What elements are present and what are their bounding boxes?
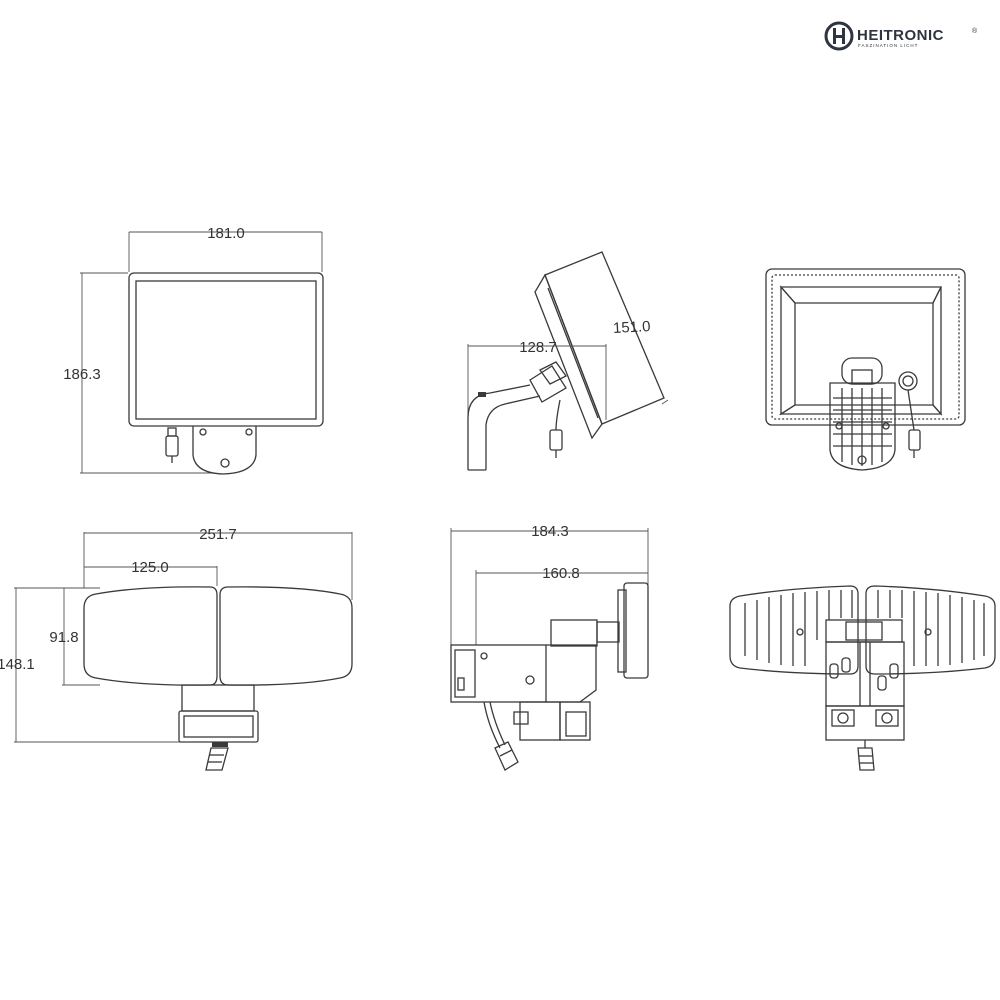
back-plate — [829, 382, 896, 471]
back-head-right — [865, 585, 996, 675]
dim-width-label: 181.0 — [207, 225, 245, 242]
wall-arm — [467, 384, 531, 470]
lamp-lens-edge — [534, 273, 603, 440]
mounting-bracket — [192, 426, 257, 475]
view-single-side: 151.0 128.7 — [467, 251, 669, 471]
dim-depth-label: 128.7 — [519, 339, 557, 356]
sensor-neck — [181, 684, 255, 712]
brand-name: HEITRONIC — [857, 27, 944, 44]
lamp-housing — [128, 272, 324, 427]
lamp-head-right — [219, 586, 353, 686]
lamp-lens — [135, 280, 317, 420]
brand-registered-mark: ® — [972, 27, 978, 35]
arm — [550, 619, 598, 647]
dim-twin-depth-inner-label: 160.8 — [542, 565, 580, 582]
logo-mark-icon — [824, 21, 854, 51]
dim-twin-width-label: 251.7 — [199, 526, 237, 543]
cable-connector — [165, 435, 179, 457]
cable-connector-twin — [205, 747, 229, 771]
cable-connector-twin-back — [857, 747, 875, 771]
cable-connector-back — [908, 429, 921, 451]
dim-panel-label: 151.0 — [613, 318, 651, 337]
dim-height-label: 186.3 — [63, 366, 101, 383]
back-joint — [841, 357, 883, 385]
back-head-left — [729, 585, 859, 675]
dim-twin-depth-label: 184.3 — [531, 523, 569, 540]
view-single-back — [765, 268, 966, 471]
center-bar — [825, 619, 903, 643]
view-twin-back — [729, 585, 996, 771]
sensor-base — [519, 701, 561, 741]
brand-logo: HEITRONIC ® FASZINATION LICHT — [824, 21, 978, 51]
wall-plate — [623, 582, 649, 679]
cable-connector-twin-side — [494, 741, 519, 771]
view-single-front: 181.0 186.3 — [63, 225, 324, 475]
joint-knuckle — [529, 365, 567, 403]
view-twin-front: 251.7 125.0 91.8 148.1 — [0, 526, 353, 771]
view-twin-side: 184.3 160.8 — [450, 523, 649, 771]
sensor-housing-back — [825, 705, 905, 741]
lamp-head-side — [450, 644, 547, 703]
lamp-housing-side — [544, 251, 665, 425]
dim-head-width-label: 125.0 — [131, 559, 169, 576]
back-housing — [765, 268, 966, 426]
dim-twin-height-label: 148.1 — [0, 656, 35, 673]
brand-tagline: FASZINATION LICHT — [858, 43, 918, 48]
arm-joint — [596, 621, 620, 643]
lamp-head-left — [83, 586, 218, 686]
cable-gland-back — [898, 371, 918, 391]
dim-head-height-label: 91.8 — [49, 629, 78, 646]
sensor-body-side — [546, 644, 597, 703]
cable-connector-side — [549, 429, 563, 451]
cable-gland — [167, 427, 177, 437]
